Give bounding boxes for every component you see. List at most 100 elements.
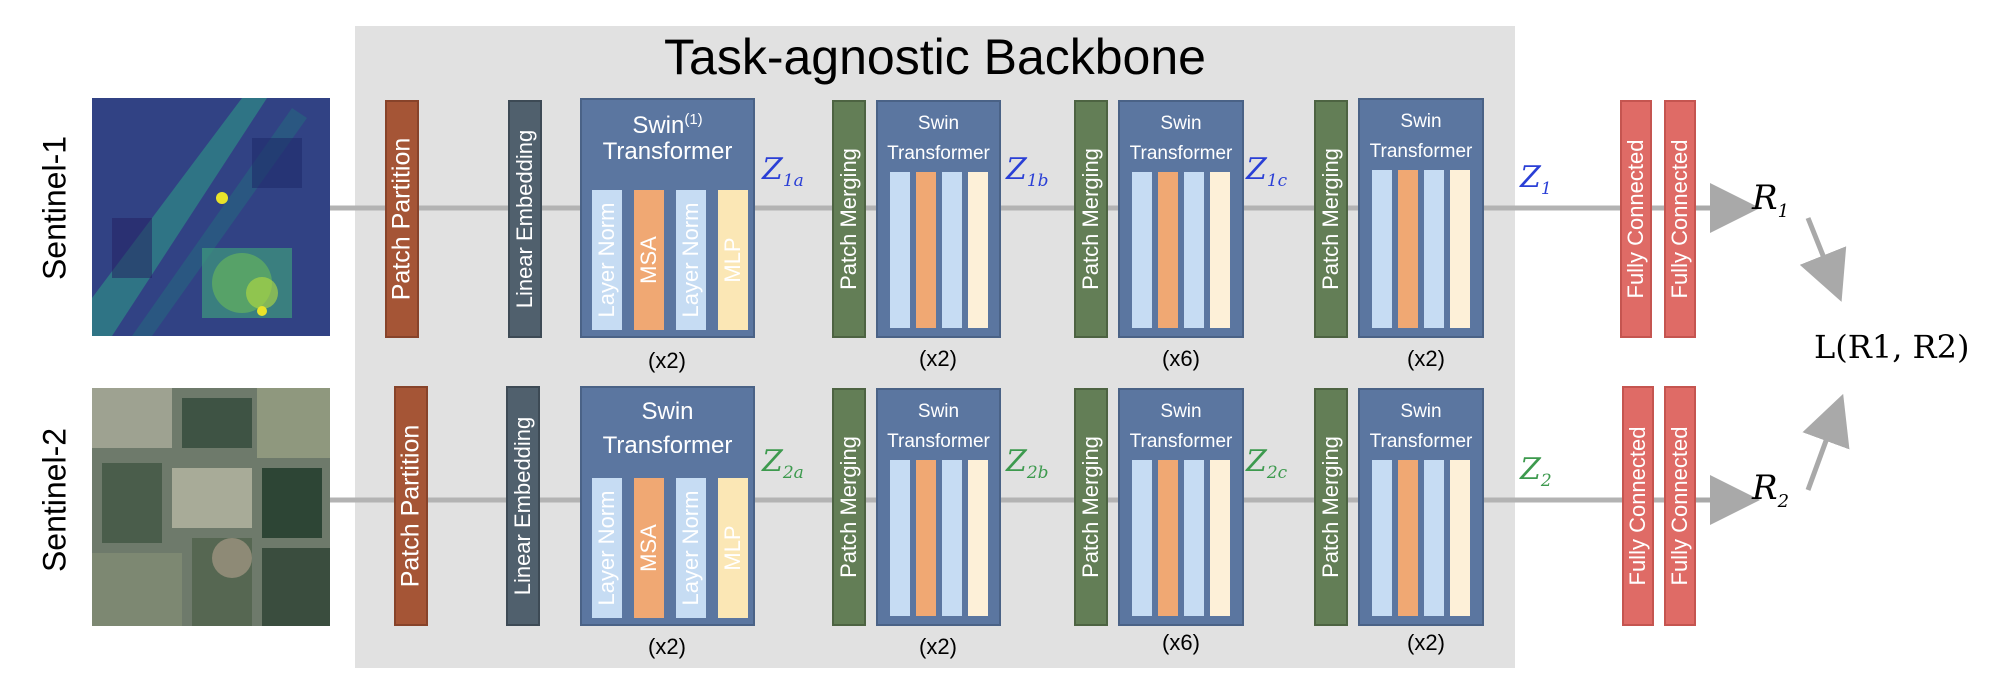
output-r1: R1 — [1752, 178, 1789, 222]
latent-base: Z — [1520, 160, 1541, 195]
layer-norm-bar — [942, 172, 962, 328]
linear-embedding-block-row2: Linear Embedding — [506, 386, 540, 626]
layer-norm-bar — [942, 460, 962, 616]
stage3-multiplier-row1: (x6) — [1162, 346, 1200, 371]
latent-base: Z — [762, 152, 783, 187]
patch-partition-block-row2: Patch Partition — [394, 386, 428, 626]
patch-merging-block-3-row1: Patch Merging — [1314, 100, 1348, 338]
mlp-bar — [1450, 170, 1470, 328]
mlp-bar — [1210, 460, 1230, 616]
swin-transformer-stage2-row1: Swin Transformer — [876, 100, 1001, 338]
layer-norm-bar — [1424, 460, 1444, 616]
layer-norm-bar: Layer Norm — [592, 478, 622, 618]
patch-merging-block-1-row2: Patch Merging — [832, 388, 866, 626]
patch-merging-label: Patch Merging — [1318, 148, 1343, 290]
swin-title: Swin — [641, 398, 694, 425]
latent-z-1b: Z1b — [1006, 152, 1049, 191]
sentinel-1-image — [92, 98, 330, 336]
layer-norm-bar — [1132, 172, 1152, 328]
swin-transformer-stage4-row1: Swin Transformer — [1358, 98, 1484, 338]
layer-norm-label: Layer Norm — [594, 202, 619, 318]
swin-transformer-stage2-row2: Swin Transformer — [876, 388, 1001, 626]
mlp-label: MLP — [720, 525, 745, 571]
patch-partition-label: Patch Partition — [387, 137, 416, 301]
stage4-multiplier-row2: (x2) — [1407, 630, 1445, 655]
latent-base: Z — [1520, 452, 1541, 487]
msa-bar: MSA — [634, 478, 664, 618]
latent-base: Z — [1246, 444, 1267, 479]
patch-partition-block-row1: Patch Partition — [385, 100, 419, 338]
layer-norm-bar — [1184, 172, 1204, 328]
linear-embedding-block-row1: Linear Embedding — [508, 100, 542, 338]
transformer-title: Transformer — [602, 432, 733, 459]
latent-z-1: Z1 — [1520, 160, 1552, 199]
swin-title: Swin — [1400, 401, 1442, 422]
output-sub: 2 — [1777, 490, 1790, 512]
linear-embedding-label: Linear Embedding — [510, 416, 535, 596]
linear-embedding-label: Linear Embedding — [512, 129, 537, 309]
latent-base: Z — [1006, 444, 1027, 479]
output-r2: R2 — [1752, 468, 1789, 512]
transformer-title: Transformer — [887, 431, 990, 452]
fully-connected-label: Fully Connected — [1667, 426, 1692, 586]
latent-z-2c: Z2c — [1246, 444, 1287, 483]
layer-norm-bar — [1424, 170, 1444, 328]
layer-norm-bar — [1372, 460, 1392, 616]
transformer-title: Transformer — [1129, 431, 1233, 452]
swin-transformer-stage1-row2: Swin Transformer Layer Norm MSA Layer No… — [580, 386, 755, 626]
msa-label: MSA — [636, 524, 661, 572]
patch-merging-block-2-row1: Patch Merging — [1074, 100, 1108, 338]
fully-connected-block-1-row2: Fully Connected — [1622, 386, 1654, 626]
fully-connected-label: Fully Connected — [1623, 139, 1648, 299]
patch-merging-label: Patch Merging — [1318, 436, 1343, 578]
output-sub: 1 — [1777, 200, 1790, 222]
latent-sub: 1c — [1266, 171, 1288, 191]
msa-bar — [1158, 172, 1178, 328]
msa-bar — [1398, 170, 1418, 328]
patch-merging-label: Patch Merging — [836, 436, 861, 578]
transformer-title: Transformer — [887, 143, 990, 164]
latent-z-2b: Z2b — [1006, 444, 1049, 483]
mlp-bar — [1210, 172, 1230, 328]
stage2-multiplier-row1: (x2) — [919, 346, 957, 371]
latent-z-1c: Z1c — [1246, 152, 1287, 191]
transformer-title: Transformer — [1369, 141, 1473, 162]
fully-connected-label: Fully Connected — [1667, 139, 1692, 299]
msa-bar — [1398, 460, 1418, 616]
swin-title: Swin(1) — [582, 104, 753, 142]
patch-partition-label: Patch Partition — [396, 424, 425, 588]
mlp-label: MLP — [720, 237, 745, 283]
stage3-multiplier-row2: (x6) — [1162, 630, 1200, 655]
latent-z-2: Z2 — [1520, 452, 1552, 491]
patch-merging-block-2-row2: Patch Merging — [1074, 388, 1108, 626]
fully-connected-label: Fully Connected — [1625, 426, 1650, 586]
latent-sub: 1 — [1540, 179, 1552, 199]
swin-transformer-stage3-row2: Swin Transformer — [1118, 388, 1244, 626]
stage2-multiplier-row2: (x2) — [919, 634, 957, 659]
swin-title: Swin — [917, 113, 960, 134]
patch-merging-label: Patch Merging — [1078, 436, 1103, 578]
transformer-title: Transformer — [1369, 431, 1473, 452]
msa-bar — [1158, 460, 1178, 616]
latent-sub: 1a — [782, 171, 804, 191]
layer-norm-label: Layer Norm — [678, 202, 703, 318]
latent-z-2a: Z2a — [762, 444, 804, 483]
latent-sub: 2b — [1026, 463, 1049, 483]
patch-merging-label: Patch Merging — [1078, 148, 1103, 290]
mlp-bar — [1450, 460, 1470, 616]
stage4-multiplier-row1: (x2) — [1407, 346, 1445, 371]
latent-base: Z — [1246, 152, 1267, 187]
swin-title: Swin — [1160, 401, 1202, 422]
layer-norm-bar: Layer Norm — [676, 478, 706, 618]
sentinel-1-label: Sentinel-1 — [36, 135, 73, 281]
msa-bar — [916, 172, 936, 328]
loss-function: L(R1, R2) — [1814, 328, 1970, 366]
layer-norm-bar: Layer Norm — [676, 190, 706, 330]
patch-merging-label: Patch Merging — [836, 148, 861, 290]
latent-base: Z — [1006, 152, 1027, 187]
layer-norm-bar — [1372, 170, 1392, 328]
layer-norm-bar — [890, 460, 910, 616]
sentinel-2-label: Sentinel-2 — [36, 427, 73, 573]
patch-merging-block-1-row1: Patch Merging — [832, 100, 866, 338]
output-base: R — [1752, 178, 1778, 218]
